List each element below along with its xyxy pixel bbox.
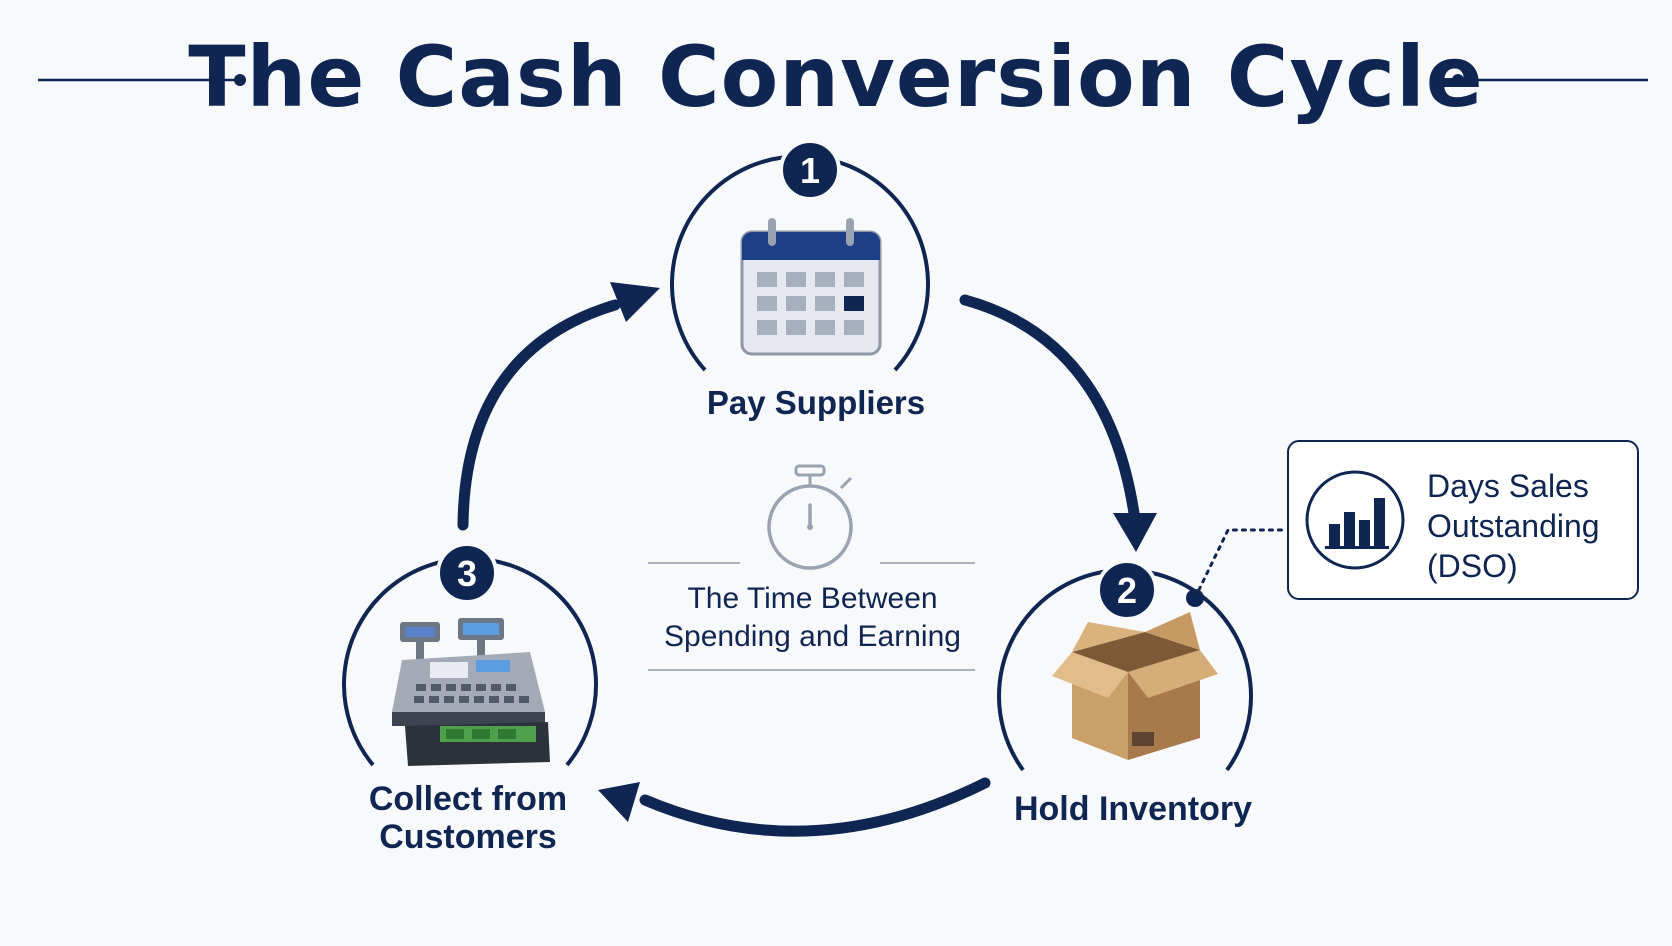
step-number-2: 2 (1117, 570, 1137, 611)
flow-arrow-2-to-3 (598, 777, 991, 837)
flow-arrow-3-to-1 (457, 282, 660, 531)
dso-label-line-2: Outstanding (1427, 508, 1600, 544)
title-rule-left (38, 74, 246, 86)
step-node-pay-suppliers: 1 (670, 139, 930, 372)
step-number-1: 1 (800, 150, 820, 191)
step-label-hold-inventory: Hold Inventory (1013, 790, 1253, 828)
dso-connector (1186, 528, 1289, 607)
center-caption: The Time Between Spending and Earning (640, 580, 985, 656)
page-title: The Cash Conversion Cycle (188, 28, 1484, 126)
bar-chart-icon (1305, 470, 1405, 570)
step-number-3: 3 (457, 553, 477, 594)
step-node-collect-from-customers: 3 (342, 542, 598, 767)
calendar-icon (740, 218, 882, 356)
dso-label: Days Sales Outstanding (DSO) (1427, 466, 1637, 586)
dso-callout: Days Sales Outstanding (DSO) (1287, 440, 1639, 600)
step-label-pay-suppliers: Pay Suppliers (706, 384, 926, 421)
box-icon (1052, 612, 1218, 760)
step-node-hold-inventory: 2 (997, 559, 1253, 772)
step-badge-1: 1 (779, 139, 841, 201)
cash-register-icon (392, 618, 550, 766)
step-badge-3: 3 (436, 542, 498, 604)
center-caption-line-1: The Time Between (687, 582, 938, 615)
step-label-collect-from-customers: Collect from Customers (368, 780, 568, 856)
dso-label-line-1: Days Sales (1427, 468, 1589, 504)
title-rule-right (1452, 74, 1648, 86)
step-badge-2: 2 (1096, 559, 1158, 621)
center-caption-line-2: Spending and Earning (664, 620, 961, 653)
flow-arrow-1-to-2 (959, 294, 1157, 552)
stopwatch-icon (767, 464, 853, 570)
dso-label-line-3: (DSO) (1427, 548, 1518, 584)
